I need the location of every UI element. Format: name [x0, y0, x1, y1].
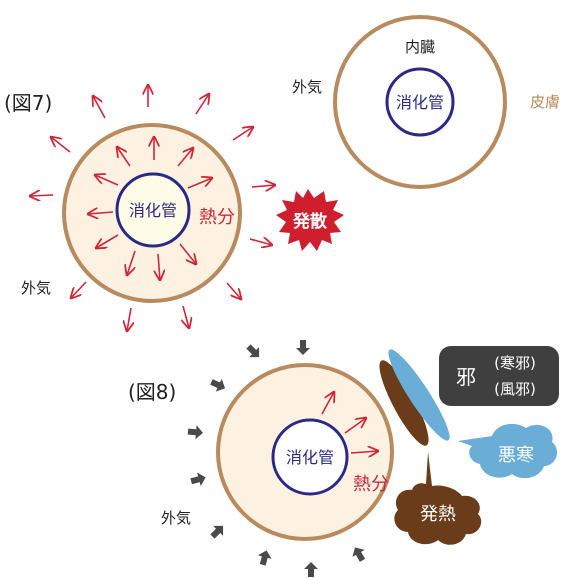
figure-8: (図8) 消化管 熱分 外気 邪 (寒邪) [128, 340, 559, 577]
fig7-heat-label: 熱分 [199, 207, 235, 228]
evil-qi-cold: (寒邪) [494, 354, 536, 372]
fig8-inner-heat-arrows [321, 392, 378, 453]
cold-arrow [296, 340, 310, 355]
fig8-heat-label: 熱分 [353, 474, 389, 495]
heat-arrow [344, 418, 366, 434]
cold-arrow [210, 525, 224, 539]
closed-pore-blue [388, 349, 450, 441]
cold-arrow [352, 547, 366, 562]
heat-arrow [158, 253, 160, 280]
fig7-title: (図7) [4, 91, 52, 115]
heat-arrow [350, 451, 378, 453]
top-skin-label: 皮膚 [530, 93, 560, 111]
fever-label: 発熱 [420, 504, 456, 525]
heat-arrow [71, 281, 87, 298]
heat-arrow [249, 239, 272, 245]
fig8-gut-circle [271, 418, 349, 496]
heat-arrow [30, 195, 54, 196]
top-gut-circle [385, 67, 455, 137]
top-diagram: 内臓 消化管 外気 皮膚 [292, 15, 560, 189]
heat-arrow [93, 96, 106, 119]
heat-arrow [127, 250, 136, 275]
fig8-title: (図8) [128, 380, 176, 404]
evil-qi-box [439, 346, 559, 406]
heat-arrow [177, 148, 193, 167]
top-organs-label: 内臓 [405, 38, 435, 56]
cold-arrow [190, 472, 206, 486]
heat-arrow [51, 137, 71, 153]
fig8-gut-label: 消化管 [286, 448, 334, 467]
top-gut-label: 消化管 [396, 93, 444, 112]
heat-arrow [321, 392, 334, 415]
fig7-outside-label: 外気 [21, 279, 51, 297]
cold-arrow [210, 378, 226, 392]
heat-arrow [117, 147, 131, 167]
fig7-gut-label: 消化管 [129, 201, 177, 220]
heat-arrow [232, 127, 253, 141]
evil-qi-main: 邪 [456, 365, 476, 389]
heat-arrow [226, 282, 241, 299]
heat-arrow [183, 305, 189, 328]
heat-arrow [88, 212, 114, 214]
fig7-dissipation-burst [276, 189, 344, 251]
fig7-gut-circle [115, 172, 191, 248]
fig7-dissipation-label: 発散 [292, 211, 328, 232]
cold-arrow [304, 562, 318, 577]
heat-arrow [179, 243, 196, 264]
chills-bubble [458, 423, 558, 479]
cold-arrow [258, 550, 272, 566]
cold-arrow [246, 344, 260, 358]
heat-arrow [127, 307, 131, 331]
cold-arrow [187, 425, 203, 440]
top-outside-label: 外気 [292, 78, 322, 96]
evil-qi-wind: (風邪) [494, 380, 536, 398]
heat-arrow [251, 185, 275, 187]
fig8-cold-arrows [187, 340, 366, 577]
fig7-inner-heat-arrows [88, 137, 212, 280]
heat-arrow [95, 175, 119, 186]
closed-pore-brown [379, 360, 429, 446]
chills-label: 悪寒 [498, 445, 534, 466]
fever-bubble [394, 452, 482, 545]
heat-arrow [187, 178, 212, 189]
figure-7: (図7) [4, 85, 344, 331]
fig8-outside-label: 外気 [161, 509, 191, 527]
heat-arrow [195, 94, 209, 115]
fig7-outer-heat-arrows [30, 85, 275, 331]
heat-arrow [96, 234, 119, 248]
